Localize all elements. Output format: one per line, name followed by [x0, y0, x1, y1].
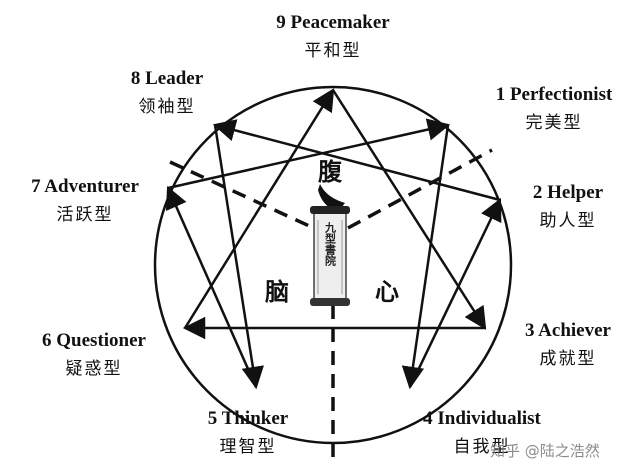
type-7-chinese: 活跃型 — [56, 205, 114, 225]
type-label-7: 7 Adventurer 活跃型 — [8, 176, 162, 226]
type-label-1: 1 Perfectionist 完美型 — [474, 84, 634, 134]
type-9-chinese: 平和型 — [304, 41, 362, 61]
emblem-text: 九型書院 — [324, 221, 338, 267]
type-7-name: 7 Adventurer — [31, 176, 139, 197]
type-8-name: 8 Leader — [130, 68, 204, 89]
emblem-scroll: 九型書院 — [310, 184, 350, 306]
type-9-name: 9 Peacemaker — [276, 12, 390, 33]
type-3-chinese: 成就型 — [539, 349, 597, 369]
type-4-name: 4 Individualist — [423, 408, 541, 429]
hexad-lines — [165, 118, 502, 390]
type-2-chinese: 助人型 — [539, 211, 597, 231]
type-1-name: 1 Perfectionist — [495, 84, 613, 105]
type-6-name: 6 Questioner — [42, 330, 146, 351]
type-8-chinese: 领袖型 — [138, 97, 196, 117]
type-4-chinese: 自我型 — [453, 437, 511, 457]
type-6-chinese: 疑惑型 — [65, 359, 123, 379]
type-5-chinese: 理智型 — [219, 437, 277, 457]
type-label-3: 3 Achiever 成就型 — [500, 320, 636, 370]
type-label-9: 9 Peacemaker 平和型 — [240, 12, 426, 62]
type-2-name: 2 Helper — [532, 182, 604, 203]
watermark: 知乎 @陆之浩然 — [490, 442, 600, 460]
heart-center-label: 心 — [375, 278, 399, 306]
center-dividers — [169, 148, 493, 462]
type-1-chinese: 完美型 — [525, 113, 583, 133]
type-3-name: 3 Achiever — [524, 320, 611, 341]
type-label-4: 4 Individualist 自我型 — [398, 408, 566, 458]
head-center-label: 脑 — [265, 278, 289, 306]
type-label-5: 5 Thinker 理智型 — [188, 408, 308, 458]
gut-center-label: 腹 — [318, 158, 342, 186]
type-5-name: 5 Thinker — [207, 408, 289, 429]
type-label-8: 8 Leader 领袖型 — [112, 68, 222, 118]
type-label-6: 6 Questioner 疑惑型 — [14, 330, 174, 380]
triangle-lines — [182, 88, 487, 340]
type-label-2: 2 Helper 助人型 — [513, 182, 623, 232]
